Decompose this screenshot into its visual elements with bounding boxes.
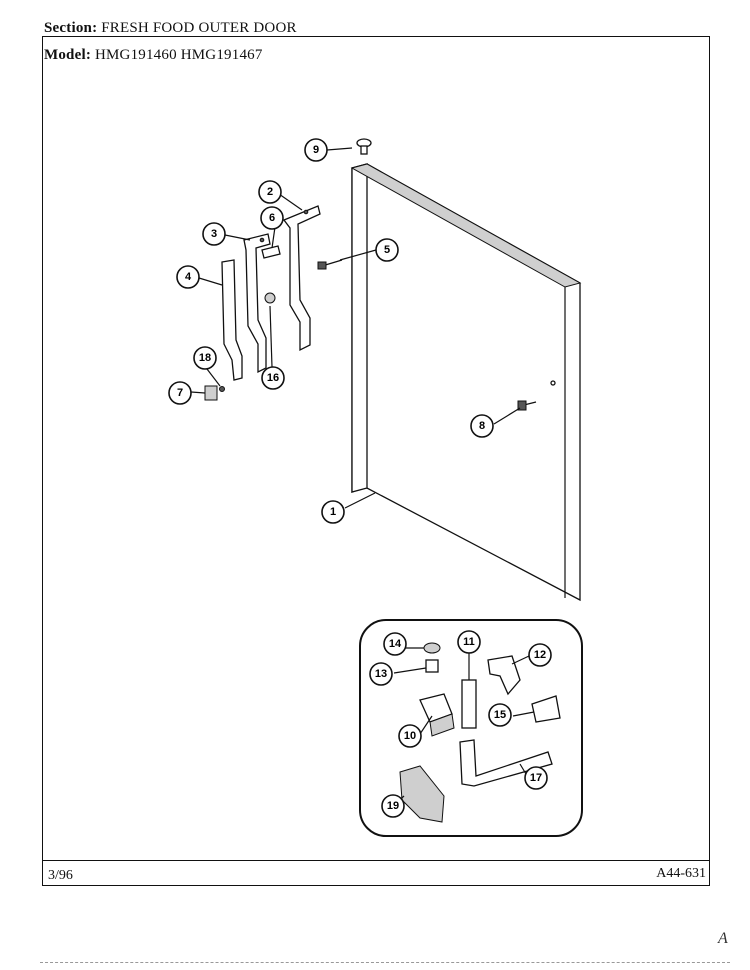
model-label: Model: [44, 47, 92, 63]
svg-text:17: 17 [530, 772, 542, 784]
svg-text:3: 3 [211, 228, 217, 240]
callout-9: 9 [304, 138, 328, 162]
callout-17: 17 [524, 766, 548, 790]
door-panel [350, 163, 582, 602]
hinge-bracket-2 [282, 205, 321, 352]
hinge-shim-6 [261, 245, 281, 259]
footer-divider [42, 860, 710, 861]
svg-text:11: 11 [463, 636, 475, 648]
model-heading: Model: HMG191460 HMG191467 [44, 47, 263, 64]
diagram-frame [42, 36, 710, 886]
corner-mark: A [718, 930, 728, 947]
screw-18 [219, 386, 225, 392]
svg-text:18: 18 [199, 352, 211, 364]
diagram-code: A44-631 [656, 866, 706, 881]
bushing-16 [264, 292, 276, 304]
hinge-strip-4 [221, 259, 243, 381]
svg-text:7: 7 [177, 387, 183, 399]
callout-7: 7 [168, 381, 192, 405]
section-label: Section: [44, 20, 98, 36]
svg-text:19: 19 [387, 800, 399, 812]
callout-2: 2 [258, 180, 282, 204]
svg-text:5: 5 [384, 244, 390, 256]
callout-6: 6 [260, 206, 284, 230]
svg-text:10: 10 [404, 730, 416, 742]
callout-13: 13 [369, 662, 393, 686]
clip-7 [204, 385, 218, 401]
svg-text:2: 2 [267, 186, 273, 198]
callout-10: 10 [398, 724, 422, 748]
svg-text:13: 13 [375, 668, 387, 680]
svg-text:1: 1 [330, 506, 336, 518]
callout-15: 15 [488, 703, 512, 727]
callout-12: 12 [528, 643, 552, 667]
callout-19: 19 [381, 794, 405, 818]
svg-text:8: 8 [479, 420, 485, 432]
svg-text:9: 9 [313, 144, 319, 156]
svg-text:6: 6 [269, 212, 275, 224]
callout-14: 14 [383, 632, 407, 656]
callout-8: 8 [470, 414, 494, 438]
screw-5 [317, 259, 343, 270]
revision-date: 3/96 [48, 868, 73, 883]
leader-lines [190, 147, 521, 509]
section-heading: Section: FRESH FOOD OUTER DOOR [44, 20, 297, 37]
model-numbers: HMG191460 HMG191467 [94, 47, 263, 63]
hinge-strip-3 [243, 233, 271, 374]
callout-4: 4 [176, 265, 200, 289]
callout-18: 18 [193, 346, 217, 370]
svg-text:15: 15 [494, 709, 506, 721]
svg-text:14: 14 [389, 638, 402, 650]
callout-5: 5 [375, 238, 399, 262]
section-title: FRESH FOOD OUTER DOOR [101, 20, 297, 36]
callout-1: 1 [321, 500, 345, 524]
callout-16: 16 [261, 366, 285, 390]
callout-3: 3 [202, 222, 226, 246]
page-edge-line [40, 962, 730, 963]
callout-11: 11 [457, 630, 481, 654]
screw-9 [356, 138, 372, 155]
screw-8 [517, 400, 537, 411]
svg-text:16: 16 [267, 372, 279, 384]
svg-text:12: 12 [534, 649, 546, 661]
svg-text:4: 4 [185, 271, 192, 283]
